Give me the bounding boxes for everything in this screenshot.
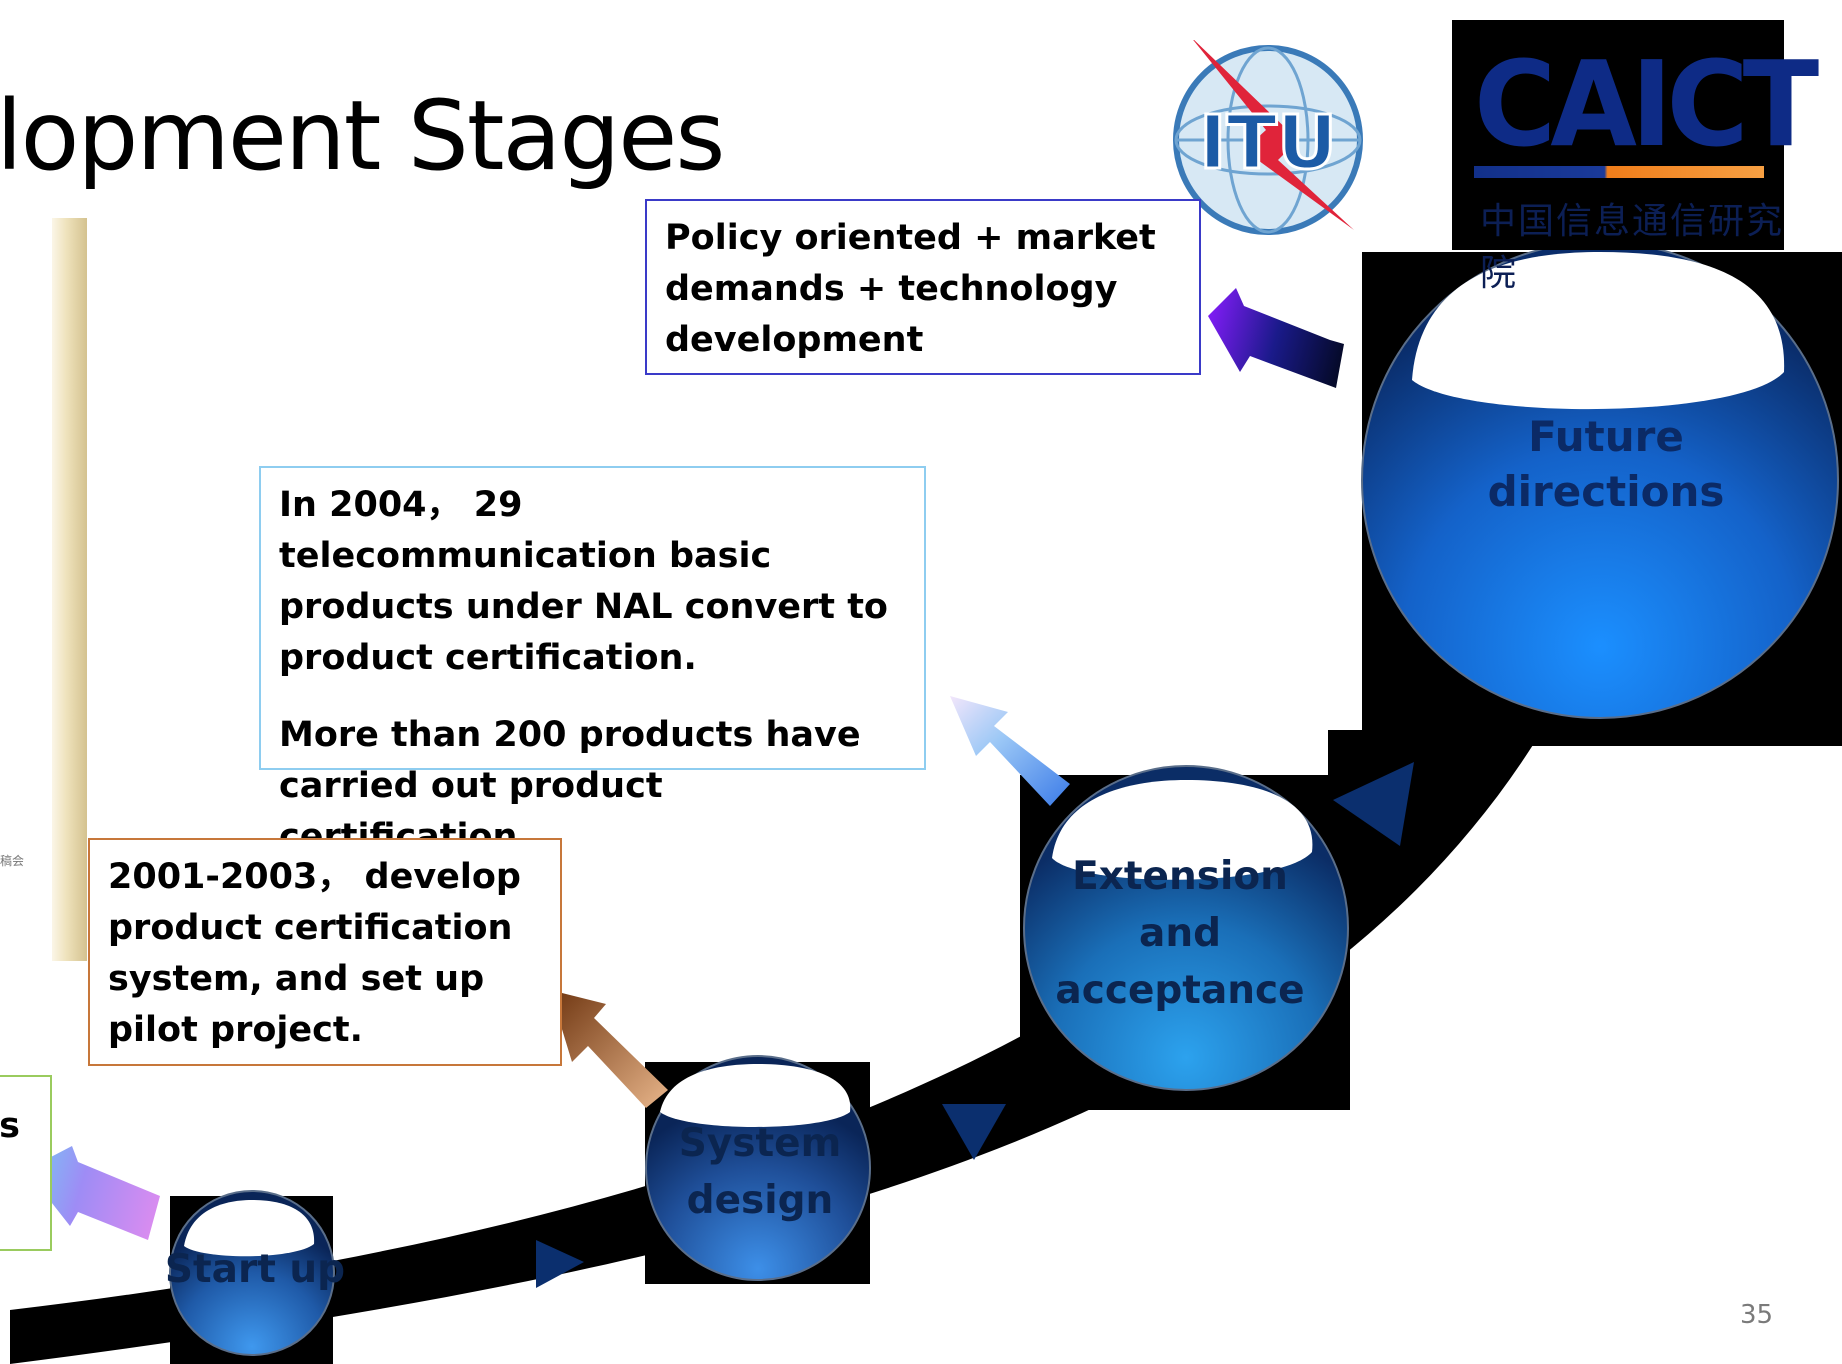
itu-logo: ITU xyxy=(1168,36,1368,235)
extension-highlight xyxy=(1052,780,1313,880)
partial-box-text: es xyxy=(0,1106,20,1146)
arrow-2001-icon xyxy=(550,990,668,1108)
svg-text:ITU: ITU xyxy=(1199,100,1337,186)
caict-logo: CAICT 中国信息通信研究院 xyxy=(1452,20,1819,294)
caict-logo-cn: 中国信息通信研究院 xyxy=(1480,201,1785,294)
certification-2004-box: In 2004， 29 telecommunication basic prod… xyxy=(259,466,926,857)
caict-logo-text: CAICT xyxy=(1474,36,1819,174)
arrow-policy-icon xyxy=(1208,288,1344,388)
pilot-2001-text: 2001-2003， develop product certification… xyxy=(108,857,521,1050)
partial-box: es xyxy=(0,1075,52,1251)
slide-title: lopment Stages xyxy=(0,80,725,192)
triangle-down-icon xyxy=(942,1104,1006,1160)
policy-box: Policy oriented + market demands + techn… xyxy=(645,199,1201,375)
triangle-right-icon xyxy=(536,1240,584,1288)
policy-text: Policy oriented + market demands + techn… xyxy=(665,218,1156,360)
system-highlight xyxy=(660,1064,851,1127)
future-highlight xyxy=(1412,252,1785,410)
document-scan-mark: 稿会 xyxy=(0,854,25,868)
stage-startup-label: Start up xyxy=(164,1247,346,1292)
pilot-2001-box: 2001-2003， develop product certification… xyxy=(88,838,562,1066)
document-scan-strip xyxy=(52,218,87,961)
certification-2004-text-1: In 2004， 29 telecommunication basic prod… xyxy=(279,485,888,678)
page-number: 35 xyxy=(1740,1300,1774,1330)
arrow-2004-icon xyxy=(950,696,1070,806)
startup-highlight xyxy=(184,1200,315,1257)
certification-2004-text-2: More than 200 products have carried out … xyxy=(279,715,861,857)
caict-logo-bar xyxy=(1474,166,1764,178)
arrow-startup-icon xyxy=(26,1146,160,1240)
triangle-left-icon xyxy=(1333,762,1414,846)
